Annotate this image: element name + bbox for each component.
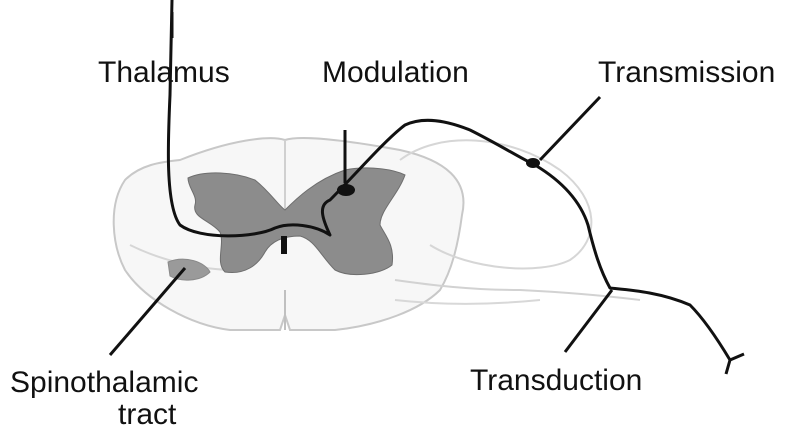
label-spinothalamic-line1: Spinothalamic xyxy=(10,366,198,399)
modulation-synapse-dot xyxy=(337,184,355,196)
transmission-ganglion-dot xyxy=(526,158,540,168)
transduction-leader-line xyxy=(565,290,612,352)
label-modulation: Modulation xyxy=(322,56,469,89)
label-thalamus: Thalamus xyxy=(98,56,230,89)
central-canal xyxy=(281,236,287,254)
label-transmission: Transmission xyxy=(598,56,775,89)
label-spinothalamic-line2: tract xyxy=(118,398,177,428)
label-transduction: Transduction xyxy=(470,364,642,397)
transmission-leader-line xyxy=(540,97,600,160)
